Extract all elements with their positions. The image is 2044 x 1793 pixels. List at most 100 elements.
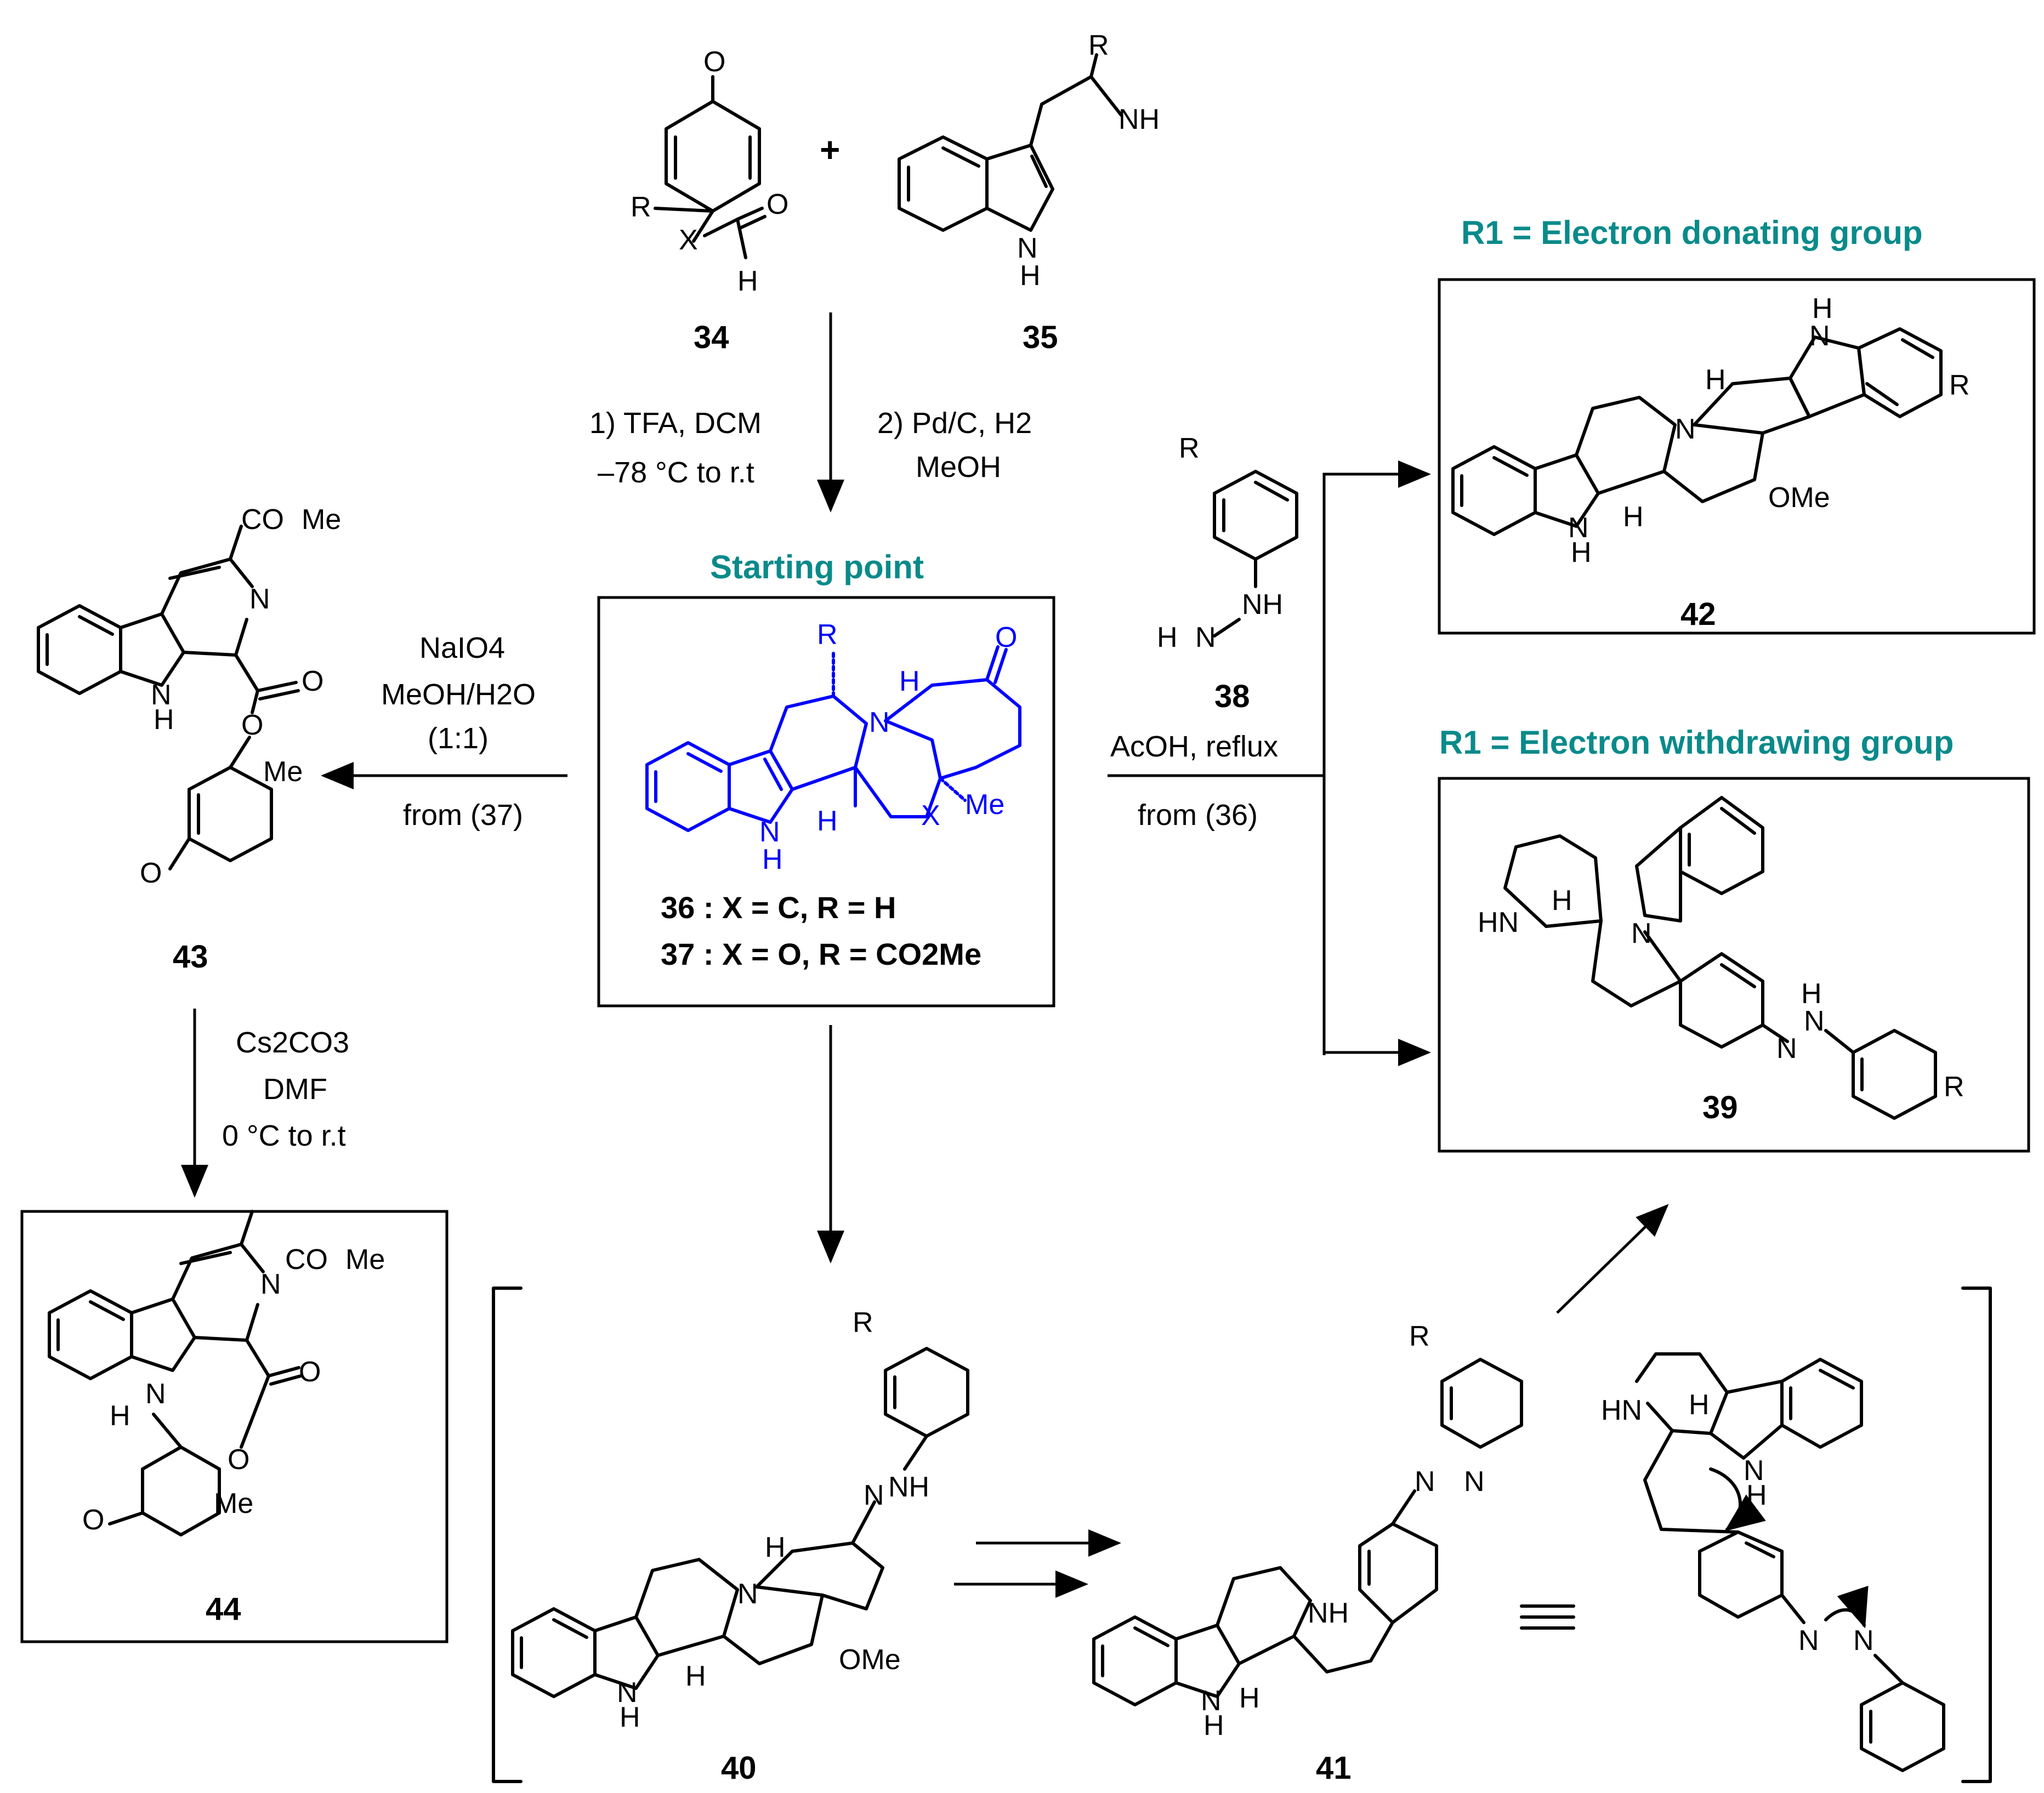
svg-text:O: O xyxy=(703,46,725,78)
svg-text:X: X xyxy=(679,224,698,256)
svg-text:H: H xyxy=(685,1660,706,1692)
svg-text:H: H xyxy=(1689,1389,1710,1421)
svg-text:N: N xyxy=(1744,1455,1764,1487)
svg-text:N: N xyxy=(1017,232,1038,264)
svg-text:N: N xyxy=(1631,918,1652,949)
condition-meoh-water: MeOH/H2O xyxy=(381,678,536,711)
svg-text:Me: Me xyxy=(345,1244,385,1276)
svg-text:N: N xyxy=(864,1479,884,1511)
condition-step1a: 1) TFA, DCM xyxy=(589,407,762,440)
svg-text:N: N xyxy=(145,1378,166,1410)
bracket-right xyxy=(1961,1287,1992,1783)
svg-text:Me: Me xyxy=(302,504,341,536)
svg-text:HN: HN xyxy=(1601,1394,1642,1426)
svg-text:H: H xyxy=(765,1532,786,1563)
arrow-to-42 xyxy=(1322,460,1431,1055)
svg-text:CO: CO xyxy=(285,1244,328,1276)
svg-text:H: H xyxy=(1746,1479,1767,1511)
compound-38-label: 38 xyxy=(1214,679,1250,714)
compound-34-label: 34 xyxy=(694,320,729,355)
svg-text:N: N xyxy=(1809,320,1830,352)
svg-text:N: N xyxy=(151,679,172,711)
heading-electron-withdrawing: R1 = Electron withdrawing group xyxy=(1439,724,1954,761)
svg-text:N: N xyxy=(617,1677,638,1709)
compound-43-label: 43 xyxy=(173,939,208,975)
compound-41-label: 41 xyxy=(1316,1750,1352,1786)
svg-text:O: O xyxy=(302,665,323,697)
condition-dmf: DMF xyxy=(263,1073,327,1106)
condition-step1b: –78 °C to r.t xyxy=(598,456,754,489)
svg-text:Me: Me xyxy=(263,756,303,788)
compound-42-box xyxy=(1438,278,2036,635)
compound-40-structure: N H H OMe N NH R N H xyxy=(511,1307,969,1733)
heading-starting-point: Starting point xyxy=(710,549,924,585)
svg-text:N: N xyxy=(1415,1466,1435,1498)
svg-text:H: H xyxy=(1812,293,1833,325)
compound-42-structure: N H H OMe H N R N H xyxy=(1451,293,1970,568)
svg-text:R: R xyxy=(631,191,651,223)
compound-35-structure: R NH N H xyxy=(898,30,1160,292)
bracket-left xyxy=(492,1287,523,1783)
svg-text:N: N xyxy=(1195,622,1216,653)
svg-text:N: N xyxy=(249,583,270,615)
svg-text:R: R xyxy=(1409,1320,1430,1352)
svg-text:H: H xyxy=(1705,364,1726,396)
svg-text:NH: NH xyxy=(1242,589,1283,621)
svg-text:Me: Me xyxy=(214,1488,253,1519)
svg-text:H: H xyxy=(737,265,758,297)
svg-text:NH: NH xyxy=(1308,1597,1349,1629)
svg-text:R: R xyxy=(1944,1071,1964,1103)
svg-text:H: H xyxy=(1623,501,1644,533)
compound-34-structure: O R X O H xyxy=(631,46,788,297)
legend-36: 36 : X = C, R = H xyxy=(661,890,896,925)
compound-39-structure: N HN H N N H R xyxy=(1478,796,1964,1120)
svg-text:N: N xyxy=(1464,1466,1485,1498)
svg-text:NH: NH xyxy=(1118,104,1160,135)
plus-sign: + xyxy=(820,130,840,169)
condition-from-37: from (37) xyxy=(403,799,523,832)
compound-43-structure: N CO Me O O Me O N H xyxy=(37,504,341,889)
svg-text:O: O xyxy=(228,1444,249,1476)
condition-ratio: (1:1) xyxy=(428,722,489,755)
svg-text:O: O xyxy=(241,709,263,741)
arrow-to-39-from-mechanism xyxy=(1556,1204,1669,1314)
svg-text:N: N xyxy=(1568,512,1589,544)
condition-naio4: NaIO4 xyxy=(419,631,505,664)
heading-electron-donating: R1 = Electron donating group xyxy=(1461,214,1923,251)
compound-40-label: 40 xyxy=(721,1750,757,1786)
compound-39-label: 39 xyxy=(1702,1090,1738,1125)
svg-text:HN: HN xyxy=(1478,907,1519,938)
svg-text:O: O xyxy=(140,857,162,889)
condition-cs2co3: Cs2CO3 xyxy=(236,1026,349,1059)
svg-text:OMe: OMe xyxy=(1768,482,1830,514)
condition-acoh: AcOH, reflux xyxy=(1110,730,1278,763)
mechanism-structure: HN H N H N N xyxy=(1601,1352,1945,1772)
svg-text:CO: CO xyxy=(241,504,284,536)
condition-temp: 0 °C to r.t xyxy=(222,1119,346,1152)
svg-text:R: R xyxy=(1088,30,1109,61)
equivalence-sign xyxy=(1520,1604,1575,1630)
svg-text:O: O xyxy=(995,622,1017,653)
svg-text:R: R xyxy=(1179,432,1200,464)
svg-text:H: H xyxy=(1239,1682,1260,1714)
svg-text:H: H xyxy=(1552,885,1572,917)
svg-text:N: N xyxy=(1798,1625,1819,1657)
svg-text:O: O xyxy=(299,1356,321,1388)
compound-44-structure: N CO Me N O O H O Me xyxy=(48,1210,385,1536)
svg-text:H: H xyxy=(899,665,920,697)
svg-text:H: H xyxy=(1801,978,1822,1010)
svg-text:R: R xyxy=(817,619,838,651)
compound-39-box xyxy=(1438,777,2030,1153)
svg-text:N: N xyxy=(1201,1685,1222,1717)
svg-text:N: N xyxy=(1776,1033,1797,1065)
svg-text:Me: Me xyxy=(965,789,1004,821)
condition-step2b: MeOH xyxy=(916,451,1001,483)
compound-36-37-structure: R N H X H O Me N H xyxy=(645,619,1021,875)
svg-text:H: H xyxy=(620,1701,640,1733)
svg-text:H: H xyxy=(154,704,174,736)
compound-35-label: 35 xyxy=(1023,320,1058,355)
legend-37: 37 : X = O, R = CO2Me xyxy=(661,937,981,971)
svg-text:NH: NH xyxy=(888,1471,929,1503)
compound-42-label: 42 xyxy=(1680,596,1716,632)
svg-text:H: H xyxy=(1571,537,1592,568)
